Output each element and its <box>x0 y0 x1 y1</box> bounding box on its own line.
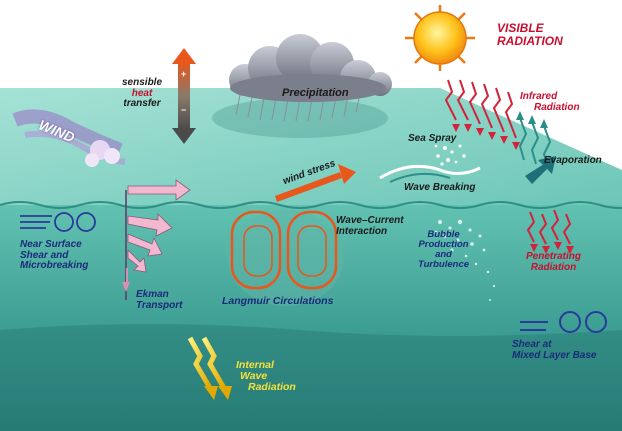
ekman-transport-arrows <box>122 179 191 300</box>
internal-wave-arrows <box>187 336 232 400</box>
sea-spray-icon <box>434 144 466 166</box>
surface-edge <box>0 201 622 209</box>
infrared-radiation-label: Infrared Radiation <box>520 91 580 113</box>
penetrating-radiation-arrows <box>526 209 572 245</box>
langmuir-circulations-label: Langmuir Circulations <box>222 295 334 307</box>
evaporation-label: Evaporation <box>544 155 602 166</box>
mixed-layer-shear-icon <box>520 311 607 333</box>
wave-breaking-icon <box>379 164 481 183</box>
near-surface-shear-icon <box>20 212 96 232</box>
sea-spray-label: Sea Spray <box>408 133 457 144</box>
wind-stress-arrow <box>275 164 356 202</box>
penetrating-radiation-label: Penetrating Radiation <box>526 251 582 273</box>
heat-minus-sign: − <box>181 105 187 115</box>
langmuir-circulation-icon <box>228 210 344 306</box>
heat-plus-sign: + <box>181 69 187 79</box>
wind-icon <box>12 109 126 167</box>
precipitation-label: Precipitation <box>282 87 349 99</box>
mixed-layer-shear-label: Shear at Mixed Layer Base <box>512 339 597 361</box>
heat-transfer-arrow <box>172 48 196 144</box>
mixed-layer-base <box>0 324 622 431</box>
ekman-transport-label: Ekman Transport <box>136 289 183 311</box>
wave-breaking-label: Wave Breaking <box>404 182 476 193</box>
visible-radiation-arrows <box>444 79 517 139</box>
cloud-icon <box>212 34 392 138</box>
bubble-production-label: Bubble Production and Turbulence <box>418 229 470 270</box>
evaporation-arrow <box>525 156 556 184</box>
internal-wave-radiation-label: Internal Wave Radiation <box>236 359 296 394</box>
visible-radiation-label: VISIBLE RADIATION <box>497 21 563 48</box>
near-surface-shear-label: Near Surface Shear and Microbreaking <box>20 239 89 271</box>
wave-current-interaction-label: Wave–Current Interaction <box>336 215 404 237</box>
bubble-cluster <box>434 219 496 301</box>
sensible-heat-label: sensible heat transfer <box>122 77 163 109</box>
sun-icon <box>405 5 475 71</box>
